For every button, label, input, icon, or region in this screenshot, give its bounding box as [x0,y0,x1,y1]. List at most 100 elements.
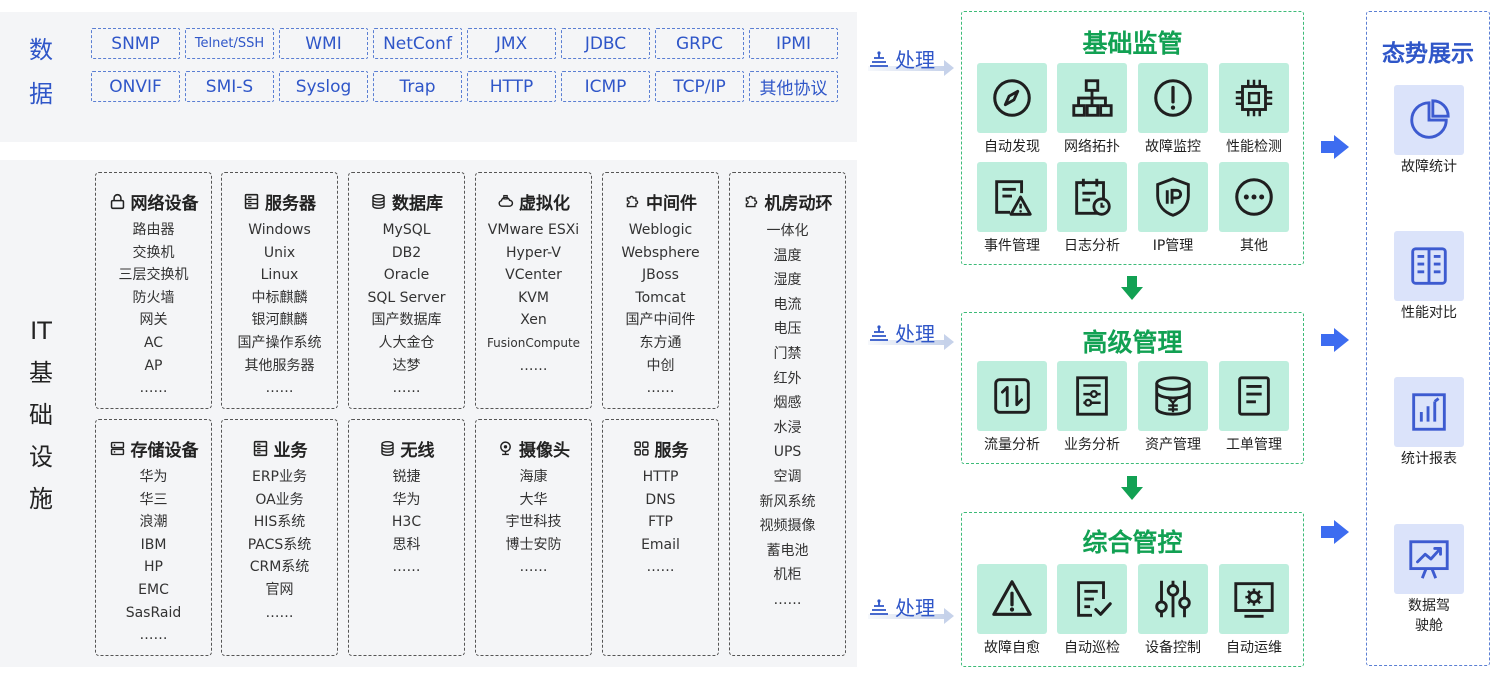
protocol-syslog: Syslog [279,71,368,102]
list-item: 锐捷 [392,469,421,485]
tile-device-control[interactable] [1138,564,1208,634]
lock-icon [110,193,124,209]
data-sources-title: 数据 [29,36,53,108]
protocol-onvif: ONVIF [91,71,180,102]
list-item: Weblogic [628,222,693,238]
category-title: 网络设备 [130,193,199,214]
list-item: VMware ESXi [487,222,580,238]
list-item: Tomcat [635,289,686,306]
sliders-icon [1155,580,1191,618]
tile-performance-comparison[interactable] [1394,231,1464,301]
tile-event-management[interactable] [977,162,1047,232]
list-item: …… [265,604,294,621]
tile-fault-statistics[interactable] [1394,85,1464,155]
tile-data-cockpit[interactable] [1394,524,1464,594]
list-item: 防火墙 [132,289,175,306]
list-item: CRM系统 [249,559,310,576]
list-item: …… [265,380,294,397]
compare-icon [1411,247,1447,285]
list-item: 达梦 [392,357,421,374]
list-item: 国产操作系统 [237,334,322,351]
category-datacenter-environment: 机房动环 一体化 温度 湿度 电流 电压 门禁 红外 烟感 水浸 UPS 空调 … [729,172,846,656]
list-item: Oracle [383,267,430,284]
category-title: 服务 [654,440,689,461]
tile-statistical-report[interactable] [1394,377,1464,447]
tile-other[interactable] [1219,162,1289,232]
tile-auto-ops[interactable] [1219,564,1289,634]
list-item: …… [392,380,421,397]
tile-asset-management[interactable] [1138,361,1208,431]
process-arrow-1: 处理 [868,44,956,84]
list-item: PACS系统 [247,536,312,553]
list-item: 华为 [139,469,168,485]
category-title: 无线 [400,440,435,461]
right-arrow [1321,328,1349,352]
down-arrow [1121,476,1143,500]
protocol-icmp: ICMP [561,71,650,102]
protocol-jmx: JMX [467,28,556,59]
tile-business-analysis[interactable] [1057,361,1127,431]
process-icon [870,50,888,67]
work-order-icon [1238,376,1270,416]
dashboard-chart-icon [1409,540,1449,579]
tile-label: IP管理 [1152,238,1194,254]
category-title: 服务器 [265,193,316,214]
tile-network-topology[interactable] [1057,63,1127,133]
list-item: ERP业务 [251,469,307,485]
group-title: 高级管理 [1082,328,1183,357]
tile-label: 业务分析 [1064,437,1120,453]
process-icon [870,324,888,341]
list-item: 银河麒麟 [251,312,308,329]
tile-fault-monitoring[interactable] [1138,63,1208,133]
list-item: …… [139,627,168,644]
compass-icon [993,79,1031,117]
category-virtualization: 虚拟化 VMware ESXi Hyper-V VCenter KVM Xen … [475,172,592,409]
protocol-http: HTTP [467,71,556,102]
category-business: 业务 ERP业务 OA业务 HIS系统 PACS系统 CRM系统 官网 …… [221,419,338,656]
category-items: Windows Unix Linux 中标麒麟 银河麒麟 国产操作系统 其他服务… [222,219,337,400]
more-icon [1235,178,1273,216]
tile-label: 日志分析 [1064,238,1120,254]
list-item: Websphere [621,244,700,261]
list-item: 浪潮 [139,514,168,531]
list-item: Linux [260,267,299,284]
tile-auto-inspection[interactable] [1057,564,1127,634]
database-icon [380,440,394,456]
list-item: 其他服务器 [244,357,315,374]
tile-ip-management[interactable] [1138,162,1208,232]
gear-monitor-icon [1234,582,1274,618]
protocol-tcp-ip: TCP/IP [655,71,744,102]
list-item: 网关 [139,312,168,329]
bar-report-icon [1412,393,1446,431]
tile-self-healing[interactable] [977,564,1047,634]
list-item: 红外 [773,370,802,387]
category-items: 一体化 温度 湿度 电流 电压 门禁 红外 烟感 水浸 UPS 空调 新风系统 … [730,219,845,613]
list-item: Hyper-V [506,244,561,261]
list-item: UPS [773,444,802,461]
category-databases: 数据库 MySQL DB2 Oracle SQL Server 国产数据库 人大… [348,172,465,409]
list-item: 门禁 [773,345,802,362]
list-item: OA业务 [255,491,304,508]
tile-label: 网络拓扑 [1064,139,1120,155]
tile-auto-discovery[interactable] [977,63,1047,133]
tile-label: 故障自愈 [984,640,1040,656]
list-item: 海康 [519,469,548,485]
tile-log-analysis[interactable] [1057,162,1127,232]
list-item: …… [139,380,168,397]
tile-performance-check[interactable] [1219,63,1289,133]
protocol-grpc: GRPC [655,28,744,59]
list-item: 一体化 [766,223,809,239]
list-item: 大华 [519,491,548,508]
group-title: 基础监管 [1082,29,1183,58]
process-label: 处理 [895,322,935,346]
tile-work-order-management[interactable] [1219,361,1289,431]
server-icon [244,193,259,209]
display-label: 统计报表 [1401,451,1457,467]
display-label: 性能对比 [1401,305,1457,321]
protocol-telnet-ssh: Telnet/SSH [185,28,274,59]
list-item: 电压 [773,321,802,338]
process-arrow-2: 处理 [868,318,956,358]
tile-traffic-analysis[interactable] [977,361,1047,431]
ip-shield-icon [1156,177,1190,217]
protocol-netconf: NetConf [373,28,462,59]
